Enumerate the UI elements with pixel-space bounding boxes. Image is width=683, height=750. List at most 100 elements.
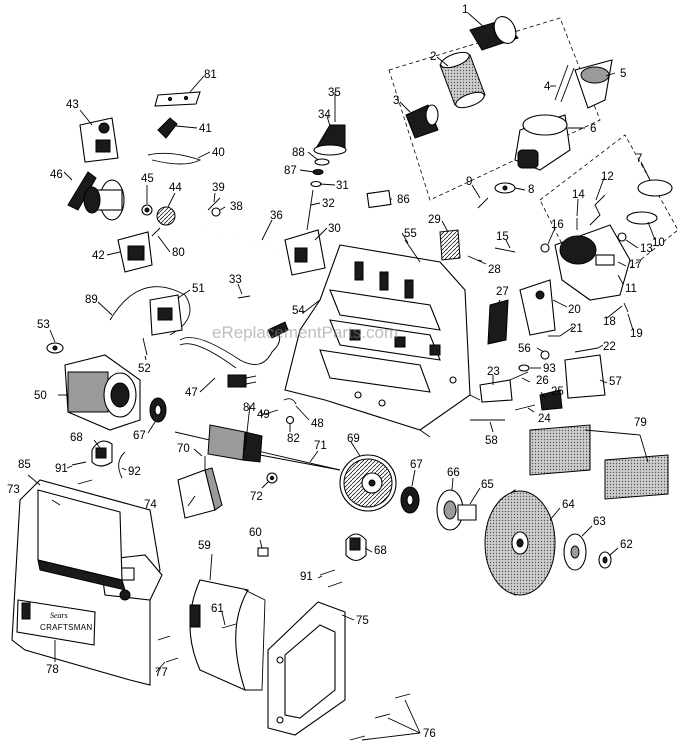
- callout-39: 39: [212, 182, 225, 194]
- callout-50: 50: [34, 390, 47, 402]
- callout-70: 70: [177, 443, 190, 455]
- callout-47: 47: [185, 387, 198, 399]
- part-53-grommet: [46, 342, 64, 354]
- part-65-hub: [457, 504, 477, 521]
- callout-61: 61: [211, 603, 224, 615]
- callout-30: 30: [328, 223, 341, 235]
- callout-1: 1: [462, 4, 468, 16]
- callout-74: 74: [144, 499, 157, 511]
- part-62-nut: [598, 551, 612, 569]
- callout-42: 42: [92, 250, 105, 262]
- part-51-switch-block: [149, 294, 183, 336]
- callout-87: 87: [284, 165, 297, 177]
- callout-21: 21: [570, 323, 583, 335]
- part-48-clamp: [283, 398, 297, 405]
- callout-29: 29: [428, 214, 441, 226]
- brand-plate-line1: Sears: [50, 611, 68, 620]
- brand-plate-line2: CRAFTSMAN: [40, 623, 92, 632]
- callout-40: 40: [212, 147, 225, 159]
- callout-52: 52: [138, 363, 151, 375]
- callout-64: 64: [562, 499, 575, 511]
- part-87-nut: [312, 169, 324, 175]
- part-39-screw: [207, 197, 221, 211]
- callout-91-lower: 91: [300, 571, 313, 583]
- callout-48: 48: [311, 418, 324, 430]
- callout-20: 20: [568, 304, 581, 316]
- part-59-wheel-guard: [189, 579, 266, 692]
- callout-45: 45: [141, 173, 154, 185]
- part-switch-body: [83, 179, 125, 221]
- callout-9: 9: [466, 176, 472, 188]
- part-6-housing: [514, 114, 571, 171]
- part-43-switch-housing: [79, 117, 119, 163]
- part-81-plate: [154, 91, 201, 107]
- part-30-bracket: [284, 229, 326, 276]
- part-23-bracket: [479, 379, 513, 403]
- callout-68-lower: 68: [374, 545, 387, 557]
- part-63-flange: [563, 533, 587, 571]
- callout-89: 89: [85, 294, 98, 306]
- callout-79: 79: [634, 417, 647, 429]
- part-20-bracket: [519, 279, 556, 336]
- callout-41: 41: [199, 123, 212, 135]
- leader-lines: [27, 12, 656, 741]
- callout-8: 8: [528, 184, 534, 196]
- callout-31: 31: [336, 180, 349, 192]
- part-92-clip: [118, 451, 126, 479]
- callout-81: 81: [204, 69, 217, 81]
- part-67-bearing-left: [149, 397, 167, 423]
- callout-46: 46: [50, 169, 63, 181]
- callout-69: 69: [347, 433, 360, 445]
- callout-38: 38: [230, 201, 243, 213]
- part-2-filter: [439, 51, 486, 109]
- callout-78: 78: [46, 664, 59, 676]
- callout-23: 23: [487, 366, 500, 378]
- part-4-rods: [554, 64, 575, 103]
- callout-2: 2: [430, 51, 436, 63]
- callout-19: 19: [630, 328, 643, 340]
- part-36-shaft: [199, 227, 279, 251]
- callout-76: 76: [423, 728, 436, 740]
- part-52-screw: [142, 337, 148, 356]
- watermark: eReplacementParts.com: [212, 323, 398, 342]
- part-76-screws: [349, 693, 411, 741]
- callout-54: 54: [292, 305, 305, 317]
- callout-34: 34: [318, 109, 331, 121]
- part-41-clip: [157, 117, 178, 139]
- part-78-nameplate: Sears CRAFTSMAN: [16, 599, 96, 646]
- part-22-screw: [574, 347, 599, 353]
- callout-59: 59: [198, 540, 211, 552]
- part-91-screws-lower: [319, 569, 343, 588]
- callout-24: 24: [538, 413, 551, 425]
- callout-67-right: 67: [410, 459, 423, 471]
- callout-12: 12: [601, 171, 614, 183]
- part-82-washer: [285, 415, 295, 425]
- callout-22: 22: [603, 341, 616, 353]
- callout-63: 63: [593, 516, 606, 528]
- callout-55: 55: [404, 228, 417, 240]
- part-25-bracket: [539, 389, 563, 411]
- part-45-nut: [141, 204, 153, 216]
- callout-43: 43: [66, 99, 79, 111]
- part-80-screw: [151, 227, 161, 237]
- part-15-screw: [494, 247, 516, 253]
- callout-68-upper: 68: [70, 432, 83, 444]
- callout-25: 25: [551, 386, 564, 398]
- callout-77: 77: [155, 667, 168, 679]
- callout-14: 14: [572, 189, 585, 201]
- callout-49: 49: [257, 409, 270, 421]
- part-34-knob: [313, 124, 347, 156]
- callout-71: 71: [314, 440, 327, 452]
- part-38-washer: [211, 207, 221, 217]
- callout-5: 5: [620, 68, 626, 80]
- callout-93: 93: [543, 363, 556, 375]
- part-50-motor-housing: [64, 354, 141, 431]
- callout-84: 84: [243, 402, 256, 414]
- callout-62: 62: [620, 539, 633, 551]
- callout-4: 4: [544, 81, 551, 93]
- part-91-screws-upper: [71, 461, 93, 485]
- callout-15: 15: [496, 231, 509, 243]
- callout-18: 18: [603, 316, 616, 328]
- callout-53: 53: [37, 319, 50, 331]
